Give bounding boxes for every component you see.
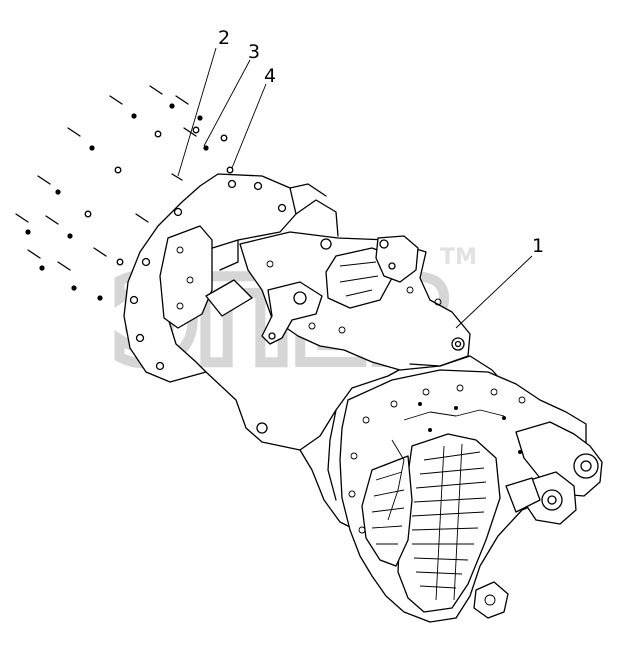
flange-bolts [129,179,287,371]
oil-cooler [397,433,501,613]
leader-lines [177,47,533,329]
trademark-mark: TM [440,245,477,270]
bell-housing-shell [205,363,411,451]
id-plate [205,279,253,317]
mounting-pad [159,225,213,329]
callout-1: 1 [532,235,544,257]
nuts-item-4 [84,126,234,266]
lower-pipe [473,581,509,619]
studs-item-2 [15,85,197,271]
output-housing [515,421,603,497]
callout-4: 4 [264,65,276,87]
callout-2: 2 [218,27,230,49]
transmission-assembly [123,173,603,623]
washers-item-3 [25,103,209,301]
cooler-fins [411,443,487,601]
bell-housing-flange [123,173,297,383]
callout-3: 3 [248,41,260,63]
shift-lever [261,281,323,345]
